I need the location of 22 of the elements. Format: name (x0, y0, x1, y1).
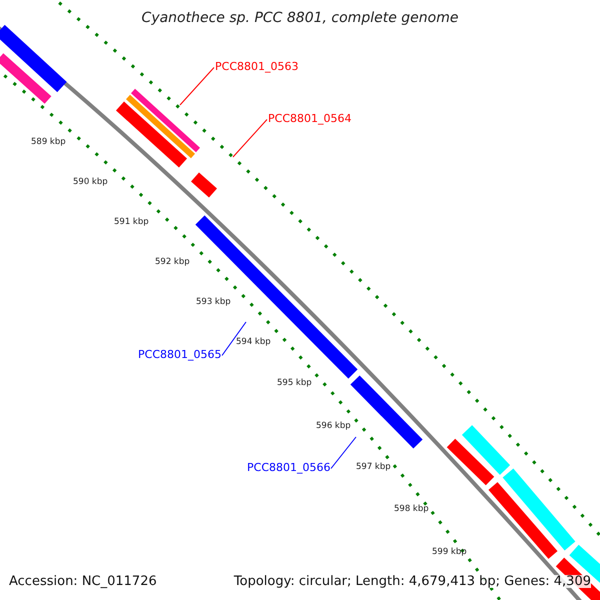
map-title: Cyanothece sp. PCC 8801, complete genome (140, 11, 460, 25)
accession-text: Accession: NC_011726 (9, 575, 157, 588)
scale-label: 598 kbp (394, 505, 429, 514)
gene-label: PCC8801_0563 (215, 61, 298, 72)
scale-label: 596 kbp (316, 422, 351, 430)
scale-label: 597 kbp (356, 463, 391, 472)
scale-label: 591 kbp (114, 218, 149, 226)
gene-label: PCC8801_0565 (138, 349, 222, 360)
scale-label: 593 kbp (196, 298, 231, 306)
scale-label: 595 kbp (277, 379, 312, 388)
scale-label: 594 kbp (236, 338, 271, 346)
leader-line (330, 436, 356, 469)
scale-label: 590 kbp (73, 178, 108, 186)
leader-line (232, 119, 268, 158)
scale-label: 589 kbp (31, 138, 66, 146)
gene-label: PCC8801_0566 (247, 462, 330, 473)
scale-label: 599 kbp (432, 548, 467, 556)
gene-label: PCC8801_0564 (268, 113, 352, 124)
leader-line (180, 67, 214, 106)
scale-label: 592 kbp (155, 258, 190, 266)
leader-line (222, 322, 246, 356)
genome-info-text: Topology: circular; Length: 4,679,413 bp; Genes: 4,309 (234, 575, 591, 588)
